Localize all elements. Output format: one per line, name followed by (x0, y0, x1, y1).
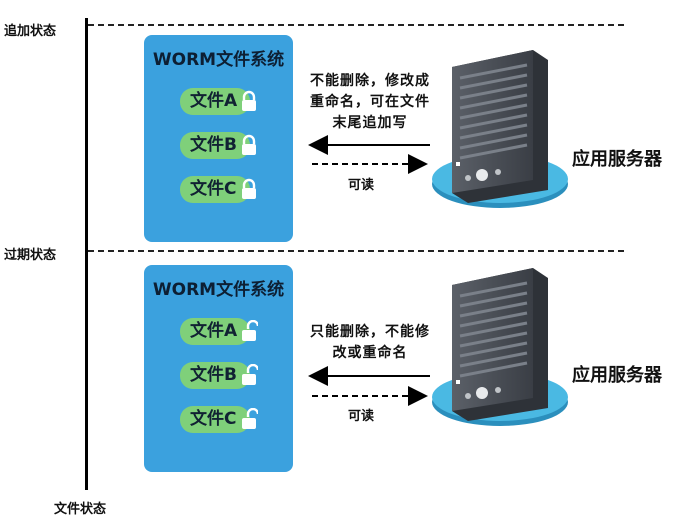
file-name: 文件C (190, 179, 237, 199)
lock-open-icon (242, 364, 258, 385)
file-name: 文件C (190, 409, 237, 429)
file-name: 文件A (190, 91, 238, 111)
read-label: 可读 (348, 178, 375, 193)
file-a: 文件A (180, 88, 250, 115)
file-a: 文件A (180, 318, 250, 345)
permission-line: 末尾追加写 (332, 115, 408, 131)
worm-filesystem-title: WORM文件系统 (152, 280, 285, 300)
server-icon (432, 50, 568, 208)
worm-filesystem-box: WORM文件系统 文件A 文件B 文件C (144, 35, 293, 242)
append-state-label: 追加状态 (4, 24, 57, 39)
server-label: 应用服务器 (572, 149, 662, 170)
permission-text: 只能删除，不能修 改或重命名 (300, 322, 440, 364)
file-state-label: 文件状态 (54, 502, 107, 517)
worm-filesystem-title: WORM文件系统 (152, 50, 285, 70)
file-name: 文件B (190, 365, 237, 385)
expired-state-label: 过期状态 (4, 248, 57, 263)
lock-open-icon (242, 320, 258, 341)
file-b: 文件B (180, 362, 250, 389)
permission-line: 重命名，可在文件 (310, 94, 430, 110)
permission-line: 只能删除，不能修 (310, 324, 430, 340)
file-b: 文件B (180, 132, 250, 159)
lock-closed-icon (242, 178, 256, 199)
file-name: 文件B (190, 135, 237, 155)
expired-state-divider (88, 250, 624, 252)
permission-text: 不能删除，修改成 重命名，可在文件 末尾追加写 (300, 71, 440, 134)
server-icon (432, 268, 568, 426)
append-state-divider (88, 24, 624, 26)
server-label: 应用服务器 (572, 365, 662, 386)
permission-line: 不能删除，修改成 (310, 73, 430, 89)
permission-line: 改或重命名 (332, 345, 408, 361)
lock-closed-icon (242, 90, 256, 111)
state-axis (85, 18, 88, 490)
file-c: 文件C (180, 406, 250, 433)
file-name: 文件A (190, 321, 238, 341)
file-c: 文件C (180, 176, 250, 203)
read-label: 可读 (348, 409, 375, 424)
lock-open-icon (242, 408, 258, 429)
worm-filesystem-box: WORM文件系统 文件A 文件B 文件C (144, 265, 293, 472)
lock-closed-icon (242, 134, 256, 155)
